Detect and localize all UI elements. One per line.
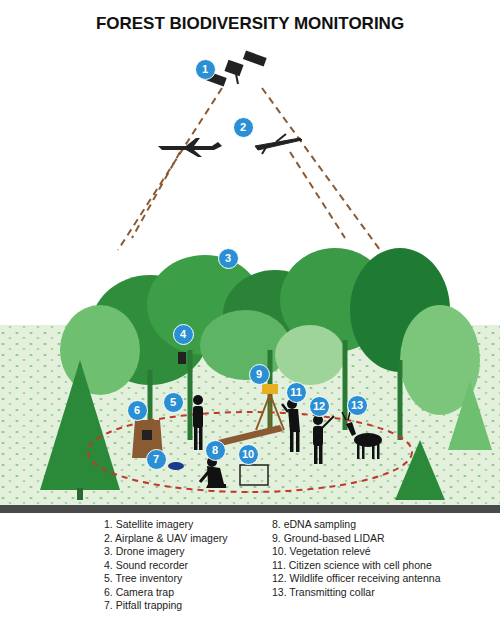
legend-item: 3. Drone imagery — [104, 545, 185, 558]
callout-number: 6 — [134, 405, 140, 416]
legend-item: 9. Ground-based LIDAR — [272, 532, 385, 545]
callout-circle: 6 — [127, 400, 148, 421]
callout-number: 9 — [256, 369, 262, 380]
legend-item: 13. Transmitting collar — [272, 586, 375, 599]
callout-number: 10 — [242, 449, 254, 460]
fallen-log — [218, 425, 283, 446]
callout-circle: 10 — [238, 444, 259, 465]
legend-item: 4. Sound recorder — [104, 559, 188, 572]
view-cone — [118, 88, 380, 250]
callout-circle: 11 — [286, 382, 307, 403]
uav — [255, 134, 302, 154]
callout-number: 13 — [351, 400, 363, 411]
tree-trunk — [150, 340, 400, 440]
pitfall-trap — [168, 462, 184, 470]
legend-item: 1. Satellite imagery — [104, 518, 193, 531]
callout-circle: 9 — [249, 364, 270, 385]
callout-number: 12 — [313, 401, 325, 412]
callout-circle: 8 — [205, 440, 226, 461]
callout-circle: 13 — [347, 395, 368, 416]
callout-circle: 4 — [173, 324, 194, 345]
callout-number: 4 — [180, 329, 186, 340]
callout-number: 8 — [212, 445, 218, 456]
callout-number: 11 — [290, 387, 302, 398]
callout-number: 3 — [225, 253, 231, 264]
person — [313, 415, 334, 464]
ground-bar — [0, 505, 500, 513]
camera-trap — [142, 430, 152, 440]
legend-item: 7. Pitfall trapping — [104, 599, 182, 612]
airplane — [158, 138, 222, 157]
diagram-title: FOREST BIODIVERSITY MONITORING — [0, 14, 500, 34]
callout-circle: 3 — [218, 248, 239, 269]
legend-item: 8. eDNA sampling — [272, 518, 356, 531]
callout-circle: 1 — [195, 59, 216, 80]
tree-canopy — [60, 248, 480, 415]
releve-quadrat — [240, 465, 268, 485]
callout-number: 1 — [202, 64, 208, 75]
callout-circle: 7 — [146, 449, 167, 470]
legend-item: 12. Wildlife officer receiving antenna — [272, 572, 440, 585]
legend-item: 2. Airplane & UAV imagery — [104, 532, 228, 545]
sound-recorder — [178, 352, 186, 364]
callout-number: 7 — [153, 454, 159, 465]
legend-item: 11. Citizen science with cell phone — [272, 559, 432, 572]
plot-boundary — [88, 412, 412, 492]
person — [282, 399, 300, 452]
conifer — [40, 360, 492, 500]
legend-item: 5. Tree inventory — [104, 572, 182, 585]
lidar-scanner — [256, 384, 284, 432]
callout-circle: 2 — [233, 117, 254, 138]
person — [193, 395, 203, 450]
person — [200, 457, 226, 488]
deer — [342, 412, 382, 459]
callout-circle: 12 — [309, 396, 330, 417]
legend-item: 6. Camera trap — [104, 586, 174, 599]
legend-item: 10. Vegetation relevé — [272, 545, 371, 558]
callout-number: 5 — [170, 397, 176, 408]
callout-number: 2 — [240, 122, 246, 133]
callout-circle: 5 — [163, 392, 184, 413]
